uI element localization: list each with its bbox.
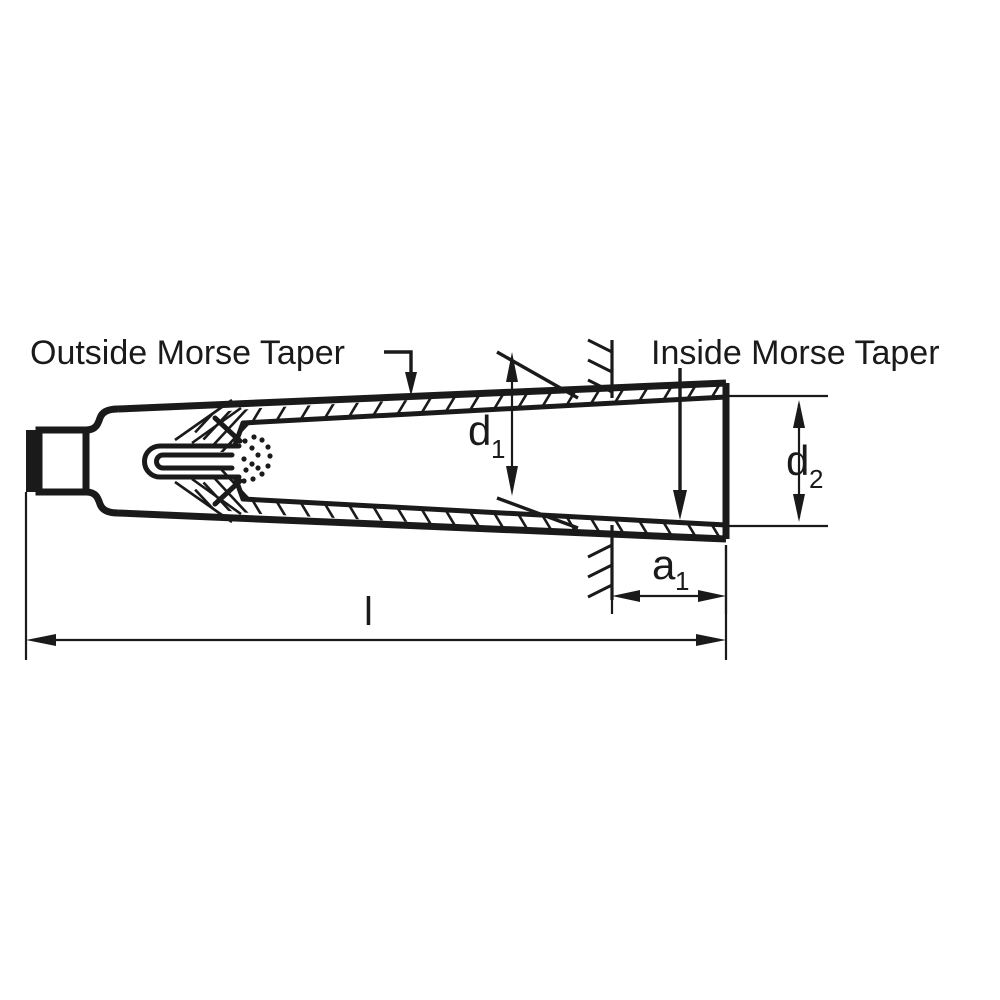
arrow-down-icon-d2 bbox=[793, 494, 805, 522]
arrow-left-icon-l bbox=[26, 634, 56, 646]
a1-subscript: 1 bbox=[675, 566, 689, 596]
section-tick-lower-1 bbox=[587, 543, 613, 559]
arrow-down-icon-d1 bbox=[506, 466, 518, 496]
dimension-d1 bbox=[496, 350, 579, 530]
stipple-icon bbox=[241, 434, 273, 484]
tang-slot-outline bbox=[142, 443, 242, 480]
arrow-left-icon-a1 bbox=[612, 590, 640, 602]
arrow-down-icon-outside bbox=[405, 372, 417, 396]
section-tick-lower-2 bbox=[587, 563, 613, 579]
d1-symbol: d bbox=[468, 407, 491, 454]
arrow-right-icon-l bbox=[696, 634, 726, 646]
inside-taper-leader bbox=[673, 368, 687, 520]
d2-subscript: 2 bbox=[809, 464, 823, 494]
dimension-l bbox=[24, 492, 728, 660]
outside-taper-leader-line bbox=[384, 350, 413, 372]
bore-mouth-hatch-lower bbox=[174, 477, 243, 524]
d1-subscript: 1 bbox=[491, 434, 505, 464]
tang-fillet-lower bbox=[85, 488, 119, 517]
section-tick-upper-2 bbox=[587, 358, 613, 374]
outside-taper-leader bbox=[384, 350, 417, 396]
tang-slot-inner-outline bbox=[154, 452, 235, 471]
tang-outline bbox=[35, 426, 90, 496]
inside-morse-taper-label: Inside Morse Taper bbox=[651, 334, 940, 372]
tang-detail bbox=[26, 426, 90, 496]
a1-symbol: a bbox=[652, 541, 676, 588]
section-tick-upper-1 bbox=[587, 338, 613, 354]
d1-leader-lower bbox=[496, 496, 579, 530]
dimension-d2 bbox=[726, 394, 828, 528]
outer-taper-lower-line bbox=[117, 509, 727, 543]
bore-mouth-hatch-upper bbox=[174, 398, 243, 445]
part-body bbox=[26, 379, 730, 543]
section-tick-upper-3 bbox=[587, 378, 613, 394]
outer-taper-upper-line bbox=[117, 379, 727, 413]
section-tick-lower-3 bbox=[587, 583, 613, 599]
section-plane-marks bbox=[587, 338, 614, 600]
outside-morse-taper-label: Outside Morse Taper bbox=[30, 334, 345, 372]
arrow-down-icon-inside bbox=[673, 490, 687, 520]
arrow-right-icon-a1 bbox=[698, 590, 726, 602]
d2-symbol: d bbox=[786, 437, 809, 484]
arrow-up-icon-d1 bbox=[506, 352, 518, 382]
tang-fillet-upper bbox=[85, 405, 119, 434]
l-symbol: l bbox=[364, 590, 373, 634]
arrow-up-icon-d2 bbox=[793, 400, 805, 428]
